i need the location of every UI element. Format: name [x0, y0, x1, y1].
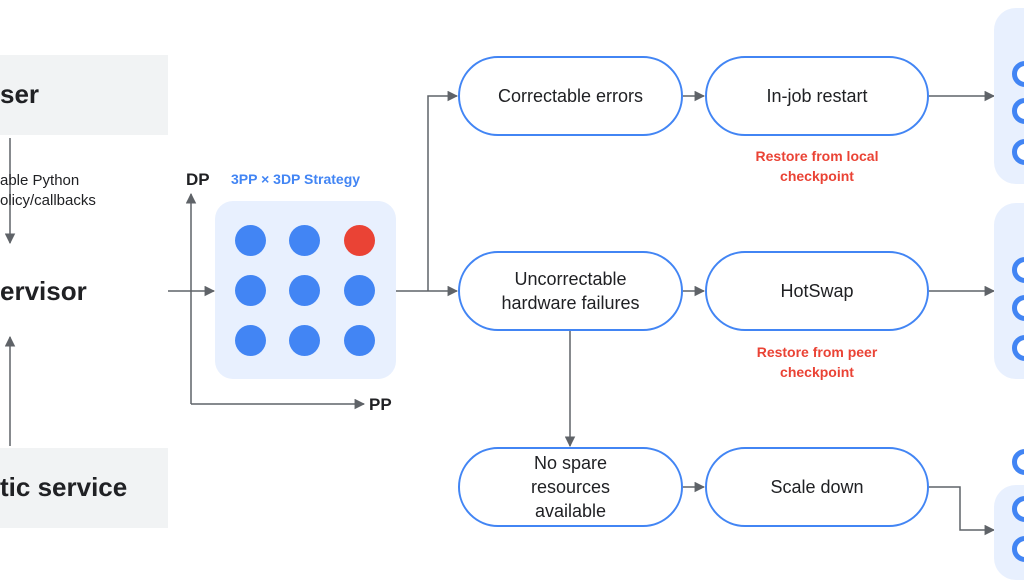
worker-dot-r3c2: [289, 325, 320, 356]
worker-dot-r2c2: [289, 275, 320, 306]
failed-worker-dot-r1c3: [344, 225, 375, 256]
restore-local-checkpoint-note: Restore from local checkpoint: [755, 148, 879, 184]
worker-dot-r3c1: [235, 325, 266, 356]
user-box: [0, 55, 168, 135]
worker-dot-r2c1: [235, 275, 266, 306]
worker-dot-r1c2: [289, 225, 320, 256]
supervisor-label: ervisor: [0, 276, 87, 306]
correctable-errors-node: Correctable errors: [458, 56, 683, 136]
uncorrectable-failures-label: Uncorrectable hardware failures: [501, 269, 640, 313]
hotswap-result-panel: [994, 203, 1024, 379]
uncorrectable-failures-node: Uncorrectable hardware failures: [458, 251, 683, 331]
restart-result-dot-1: [1012, 61, 1024, 87]
pp-axis-label: PP: [369, 395, 392, 414]
restart-result-panel: [994, 8, 1024, 184]
restart-result-dot-2: [1012, 98, 1024, 124]
hotswap-result-dot-1: [1012, 257, 1024, 283]
service-label: tic service: [0, 472, 128, 502]
removed-worker-dot: [1012, 449, 1024, 475]
python-policy-text-line-2: olicy/callbacks: [0, 192, 96, 209]
hotswap-result-dot-2: [1012, 295, 1024, 321]
branch-to-correctable-arrow: [427, 90, 459, 291]
no-spare-resources-label: No spare resources available: [530, 453, 611, 521]
dp-axis-label: DP: [186, 170, 210, 189]
in-job-restart-label: In-job restart: [766, 86, 868, 106]
worker-dot-r3c3: [344, 325, 375, 356]
restart-result-dot-3: [1012, 139, 1024, 165]
restore-peer-checkpoint-note: Restore from peer checkpoint: [756, 344, 878, 380]
service-box: [0, 448, 168, 528]
user-label: ser: [0, 79, 40, 109]
scaledown-to-panel-arrow: [929, 486, 996, 536]
worker-dot-r2c3: [344, 275, 375, 306]
python-policy-text-line-1: able Python: [0, 172, 80, 189]
hotswap-result-dot-3: [1012, 335, 1024, 361]
scaledown-result-dot-1: [1012, 496, 1024, 522]
scaledown-result-dot-2: [1012, 536, 1024, 562]
parallelism-grid-panel: [215, 201, 396, 379]
hotswap-node: HotSwap: [705, 251, 929, 331]
in-job-restart-node: In-job restart: [705, 56, 929, 136]
scaledown-result-panel: [994, 485, 1024, 580]
no-spare-resources-node: No spare resources available: [458, 447, 683, 527]
scale-down-node: Scale down: [705, 447, 929, 527]
worker-dot-r1c1: [235, 225, 266, 256]
strategy-title: 3PP × 3DP Strategy: [231, 171, 361, 187]
